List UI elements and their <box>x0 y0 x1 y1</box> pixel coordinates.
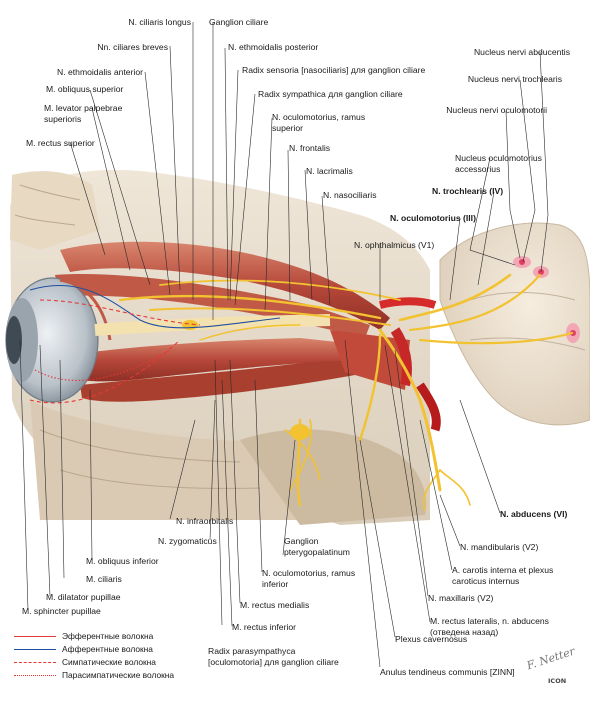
label-abducens: N. abducens (VI) <box>500 509 568 519</box>
label-radix-parasymp-line1: Radix parasympathyca <box>208 646 296 656</box>
label-rectus-medialis: M. rectus medialis <box>240 600 310 610</box>
label-nucleus-oculomotorii: Nucleus nervi oculomotorii <box>446 105 547 115</box>
label-nucleus-trochlearis: Nucleus nervi trochlearis <box>467 74 562 84</box>
label-pterygopalatinum-line2: pterygopalatinum <box>284 547 350 557</box>
label-mandibularis: N. mandibularis (V2) <box>460 542 539 552</box>
legend-label: Афферентные волокна <box>62 644 153 654</box>
label-plexus: Plexus cavernosus <box>395 634 468 644</box>
optic-nerve-vessels <box>94 297 441 432</box>
label-rectus-inferior: M. rectus inferior <box>232 622 296 632</box>
label-nasociliaris: N. nasociliaris <box>323 190 377 200</box>
label-rectus-lateralis-line1: M. rectus lateralis, n. abducens <box>430 616 549 626</box>
label-carotis-line2: caroticus internus <box>452 576 520 586</box>
label-obliquus-superior: M. obliquus superior <box>46 84 124 94</box>
label-zygomaticus: N. zygomaticus <box>158 536 217 546</box>
label-ciliaris-longus: N. ciliaris longus <box>128 17 191 27</box>
label-frontalis: N. frontalis <box>289 143 331 153</box>
label-ganglion-ciliare: Ganglion ciliare <box>209 17 269 27</box>
leader-lines <box>19 22 549 668</box>
label-oculomotorius-inf-line1: N. oculomotorius, ramus <box>262 568 356 578</box>
label-ethmoidalis-anterior: N. ethmoidalis anterior <box>57 67 143 77</box>
label-obliquus-inferior: M. obliquus inferior <box>86 556 159 566</box>
label-oculomotorius-sup-line1: N. oculomotorius, ramus <box>272 112 366 122</box>
label-oculomotorius-sup-line2: superior <box>272 123 304 133</box>
label-radix-parasymp-line2: [oculomotoria] для ganglion ciliare <box>208 657 339 667</box>
label-maxillaris: N. maxillaris (V2) <box>428 593 494 603</box>
label-nucleus-accessorius-line2: accessorius <box>455 164 501 174</box>
fiber-tracks <box>29 284 281 404</box>
legend-label: Эфферентные волокна <box>62 631 154 641</box>
label-pterygopalatinum-line1: Ganglion <box>284 536 319 546</box>
eyeball <box>5 277 112 403</box>
label-ophthalmicus: N. ophthalmicus (V1) <box>354 240 435 250</box>
label-oculomotorius-inf-line2: inferior <box>262 579 289 589</box>
label-sphincter: M. sphincter pupillae <box>22 606 101 616</box>
label-lacrimalis: N. lacrimalis <box>306 166 353 176</box>
legend-swatch-efferent <box>14 636 56 637</box>
publisher-logo: ICON <box>548 677 567 685</box>
legend-swatch-sympathetic <box>14 662 56 663</box>
label-nucleus-accessorius-line1: Nucleus oculomotorius <box>455 153 542 163</box>
legend-swatch-parasympathetic <box>14 675 56 676</box>
label-ciliaris: M. ciliaris <box>86 574 122 584</box>
label-rectus-lateralis-line2: (отведена назад) <box>430 627 499 637</box>
ganglion-pterygopalatinum-shape <box>290 424 310 440</box>
label-anulus: Anulus tendineus communis [ZINN] <box>380 667 515 677</box>
brainstem <box>439 222 590 426</box>
label-rectus-superior: M. rectus superior <box>26 138 95 148</box>
label-radix-sympathica: Radix sympathica для ganglion ciliare <box>258 89 403 99</box>
label-carotis-line1: A. carotis interna et plexus <box>452 565 554 575</box>
label-dilatator: M. dilatator pupillae <box>46 592 121 602</box>
label-levator-line1: M. levator palpebrae <box>44 103 123 113</box>
label-ciliares-breves: Nn. ciliares breves <box>97 42 168 52</box>
nerves <box>118 273 574 511</box>
label-levator-line2: superioris <box>44 114 82 124</box>
legend-swatch-afferent <box>14 649 56 650</box>
label-trochlearis: N. trochlearis (IV) <box>432 186 504 196</box>
legend-label: Симпатические волокна <box>62 657 156 667</box>
label-infraorbitalis: N. infraorbitalis <box>176 516 234 526</box>
label-nucleus-abducentis: Nucleus nervi abducentis <box>473 47 570 57</box>
legend-label: Парасимпатические волокна <box>62 670 175 680</box>
label-radix-sensoria: Radix sensoria [nasociliaris] для gangli… <box>242 65 426 75</box>
label-oculomotorius: N. oculomotorius (III) <box>390 213 476 223</box>
label-ethmoidalis-posterior: N. ethmoidalis posterior <box>228 42 319 52</box>
